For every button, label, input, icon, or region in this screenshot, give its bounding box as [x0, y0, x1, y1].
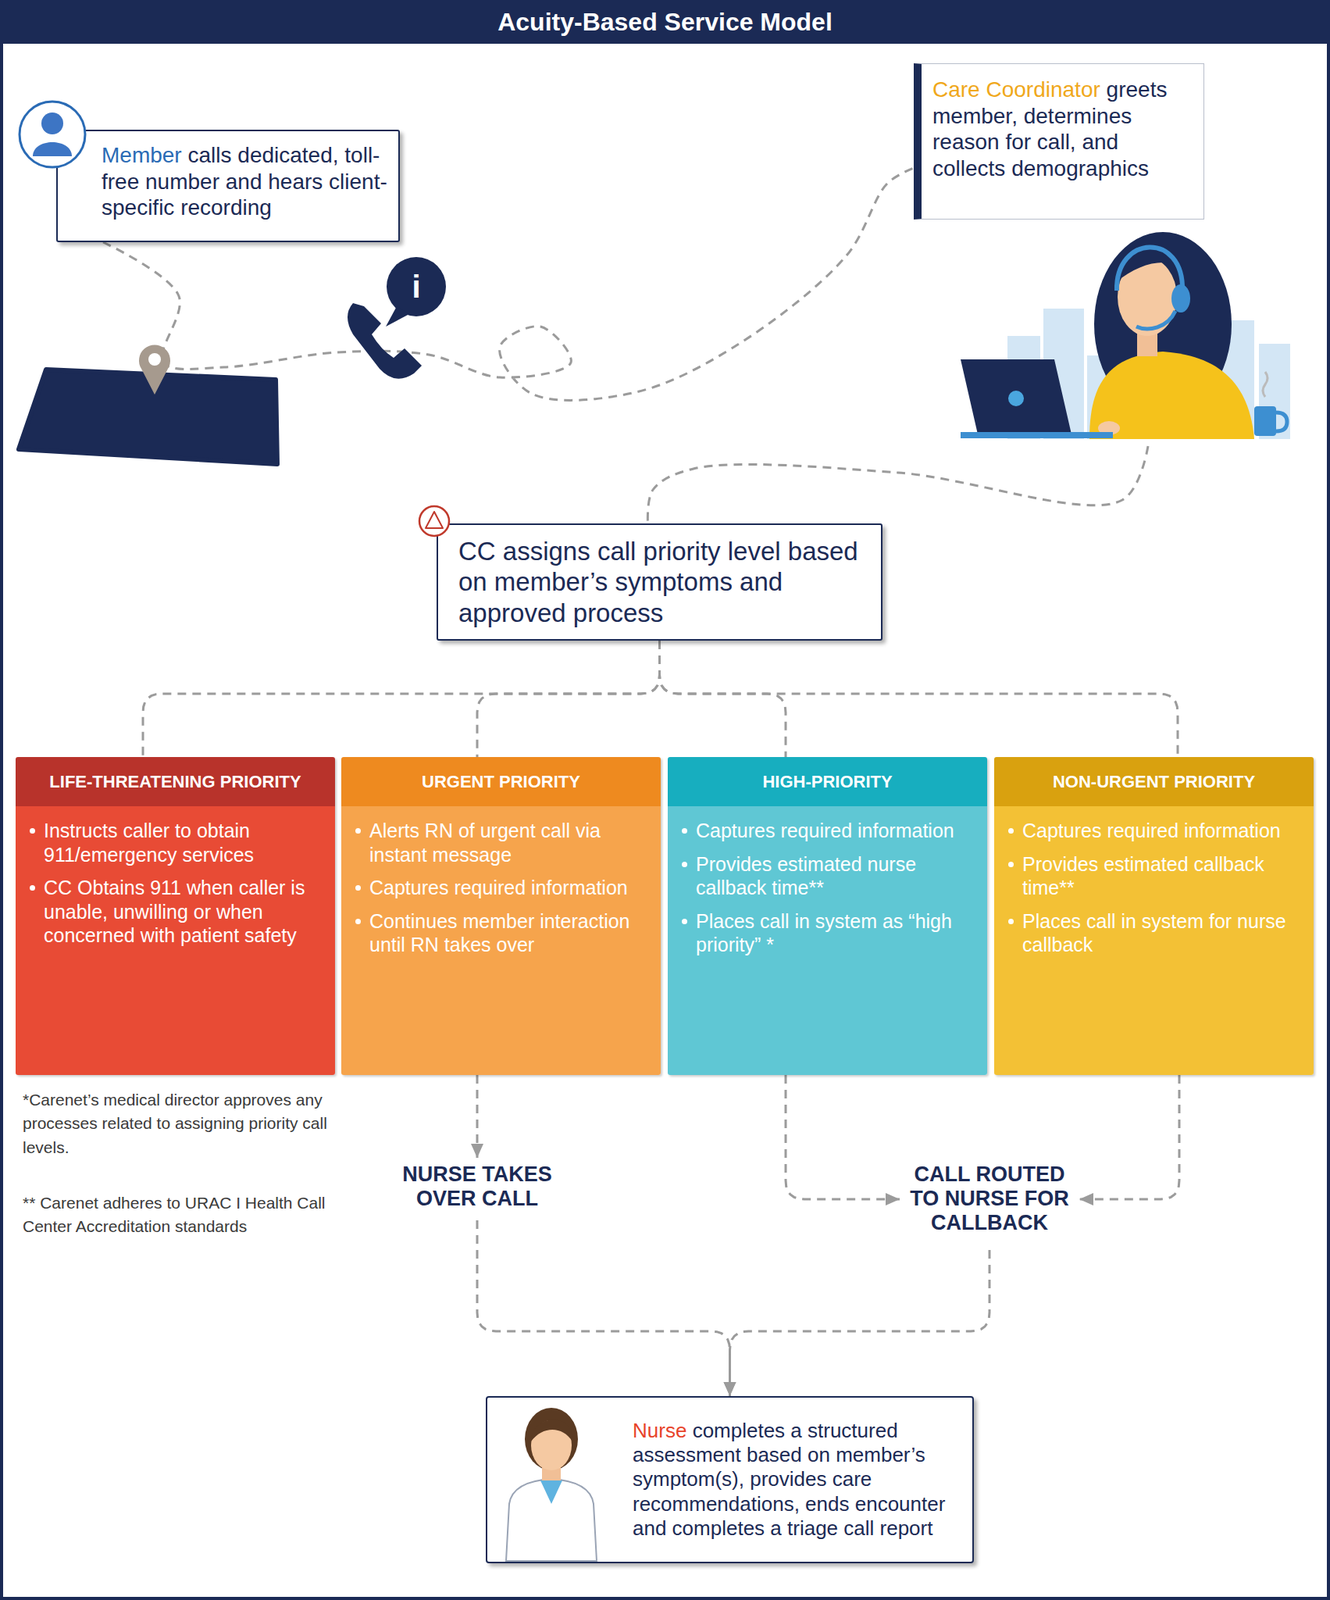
bullet-text: CC Obtains 911 when caller is unable, un… — [26, 875, 315, 948]
card-body: Instructs caller to obtain 911/emergency… — [15, 805, 336, 1075]
headset-band — [1116, 246, 1183, 291]
bullet-text: Captures required information — [352, 875, 641, 900]
member-icon-body — [32, 142, 72, 157]
nurse-coat — [506, 1478, 597, 1561]
card-heading: HIGH-PRIORITY — [667, 756, 988, 806]
lead-word: Care Coordinator — [932, 77, 1101, 102]
nurse-collar — [540, 1479, 563, 1504]
nurse-hair — [524, 1407, 578, 1470]
coordinator-face — [1117, 257, 1177, 336]
coordinator-sweater — [1089, 351, 1255, 439]
process-box: CC assigns call priority level based on … — [436, 523, 883, 641]
skyline-building — [1218, 320, 1255, 439]
bullet-text: Places call in system for nurse callback — [1005, 909, 1294, 957]
alert-icon-ring — [419, 506, 450, 536]
footnote: *Carenet’s medical director approves any… — [22, 1087, 336, 1159]
coordinator-hand — [1098, 420, 1120, 436]
laptop-base — [960, 431, 1113, 439]
connector — [142, 640, 660, 757]
card-heading: URGENT PRIORITY — [341, 756, 661, 806]
nurse-face — [531, 1419, 572, 1470]
flow-text: NURSE TAKES OVER CALL — [387, 1157, 567, 1220]
nurse-bangs — [531, 1419, 573, 1441]
lead-word: Nurse — [632, 1418, 687, 1442]
connector — [477, 1219, 731, 1396]
title-band: Acuity-Based Service Model — [0, 0, 1330, 44]
coordinator-bangs — [1115, 246, 1184, 283]
skyline-building — [1258, 343, 1291, 439]
coordinator-neck — [1137, 326, 1158, 357]
bullet-text: Captures required information — [678, 818, 967, 843]
bullet-text: Provides estimated nurse callback time** — [678, 852, 967, 900]
nurse-neck — [541, 1460, 561, 1483]
skyline-building — [1132, 374, 1227, 439]
connector — [659, 640, 787, 757]
bullet-text: Instructs caller to obtain 911/emergency… — [26, 818, 315, 867]
mug-steam — [1262, 371, 1268, 397]
bullet-text: Provides estimated callback time** — [1005, 852, 1294, 900]
connector — [785, 1074, 900, 1199]
info-bubble — [386, 256, 446, 317]
text-panel: Care Coordinatorgreets member, determine… — [913, 63, 1205, 220]
connector — [659, 640, 1179, 757]
icon-letter: i — [392, 267, 440, 306]
card-heading: NON-URGENT PRIORITY — [994, 756, 1314, 806]
node-text: CALL ROUTED TO NURSE FOR CALLBACK — [899, 1162, 1080, 1235]
flow-text: CALL ROUTED TO NURSE FOR CALLBACK — [899, 1157, 1080, 1250]
priority-card: URGENT PRIORITY Alerts RN of urgent call … — [341, 756, 661, 1075]
connector — [477, 640, 660, 757]
laptop-logo — [1008, 390, 1024, 407]
priority-card: NON-URGENT PRIORITYCaptures required inf… — [994, 756, 1314, 1075]
coordinator-node: Care Coordinatorgreets member, determine… — [913, 63, 1297, 446]
card-heading: LIFE-THREATENING PRIORITY — [15, 756, 336, 806]
skyline-building — [1007, 335, 1041, 439]
coordinator-hair — [1094, 231, 1232, 417]
map-pin-hole — [148, 353, 161, 366]
connector — [476, 1074, 479, 1158]
bullet-text: Places call in system as “high priority”… — [678, 909, 967, 957]
connector — [647, 445, 1149, 524]
node-text: CC assigns call priority level based on … — [458, 535, 866, 629]
alert-icon-triangle — [425, 511, 443, 528]
card-body: Captures required informationProvides es… — [994, 805, 1314, 1075]
card-body: Alerts RN of urgent call via instant mes… — [341, 805, 661, 1075]
headset-cup — [1171, 284, 1191, 313]
phone-icon — [347, 303, 422, 379]
priority-card: LIFE-THREATENING PRIORITY Instructs calle… — [15, 756, 336, 1075]
text-paragraph: Membercalls dedicated, toll-free number … — [101, 142, 389, 222]
info-bubble-tail — [385, 306, 410, 327]
node-text: NURSE TAKES OVER CALL — [387, 1162, 567, 1211]
member-box: Membercalls dedicated, toll-free number … — [56, 129, 400, 243]
connector — [1079, 1074, 1180, 1199]
lead-word: Member — [101, 142, 182, 168]
text-paragraph: Care Coordinatorgreets member, determine… — [932, 76, 1196, 182]
bullet-text: Continues member interaction until RN ta… — [352, 909, 641, 957]
text-paragraph: Nursecompletes a structured assessment b… — [632, 1418, 965, 1541]
member-icon-ring — [19, 101, 86, 168]
member-icon-head — [41, 112, 64, 135]
skyline-building — [1043, 308, 1084, 439]
mug-handle — [1276, 412, 1288, 432]
bullet-text: Captures required information — [1005, 818, 1294, 843]
card-body: Captures required informationProvides es… — [667, 805, 988, 1075]
laptop-screen — [960, 359, 1072, 435]
map-card — [18, 369, 278, 464]
footnote: ** Carenet adheres to URAC I Health Call… — [22, 1190, 336, 1239]
nurse-box: Nursecompletes a structured assessment b… — [485, 1395, 974, 1563]
mug — [1254, 406, 1277, 436]
bullet-text: Alerts RN of urgent call via instant mes… — [352, 818, 641, 867]
connector — [730, 1249, 991, 1396]
headset-mic — [1136, 310, 1176, 329]
skyline-building — [1087, 355, 1134, 439]
priority-card: HIGH-PRIORITYCaptures required informati… — [667, 756, 988, 1075]
map-pin — [139, 344, 171, 395]
